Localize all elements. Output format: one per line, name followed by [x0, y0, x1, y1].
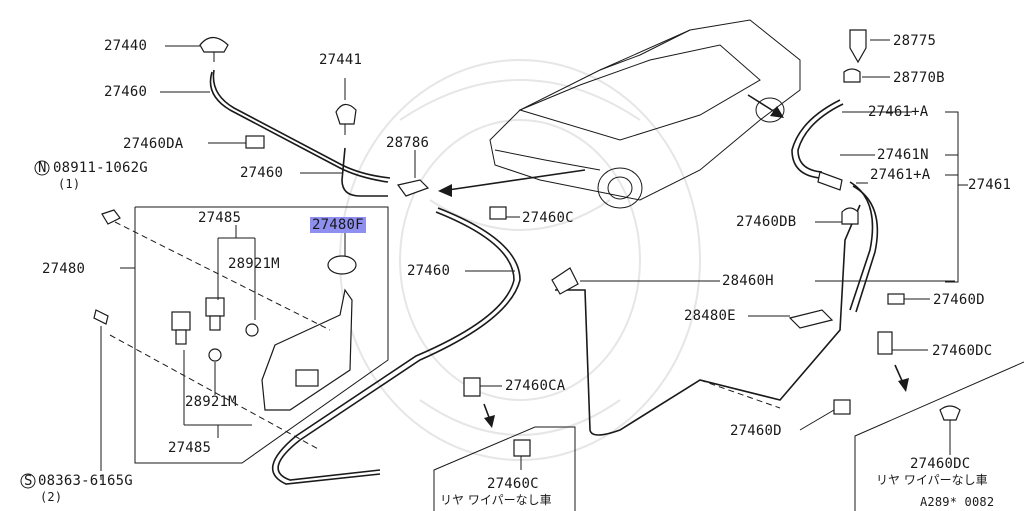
label-27460-mid: 27460: [240, 165, 284, 181]
label-27460D-lower: 27460D: [730, 423, 782, 439]
check-valve-27461N: [817, 171, 843, 191]
pump-group: [171, 297, 259, 362]
screw-symbol: S: [24, 473, 33, 489]
clip-27460D: [887, 293, 905, 305]
label-27460C-rear: 27460C: [487, 476, 539, 492]
clip-27460C-rear: [513, 439, 531, 457]
washer-hose-27460-rear: [555, 204, 861, 436]
label-08363-qty: (2): [40, 490, 63, 504]
label-27460DA: 27460DA: [123, 136, 184, 152]
label-27460DC-rear: 27460DC: [910, 456, 971, 472]
bracket-27461: [945, 111, 959, 283]
label-27460D: 27460D: [933, 292, 985, 308]
label-27441: 27441: [319, 52, 363, 68]
nut-symbol-circle: [34, 160, 50, 176]
clip-27460C: [489, 206, 507, 220]
label-28770B: 28770B: [893, 70, 945, 86]
joint-28786: [396, 179, 430, 197]
washer-hose-27460-long: [277, 207, 521, 481]
label-08363-6165G: 08363-6165G: [38, 473, 133, 489]
clip-27460DB: [841, 207, 859, 225]
label-27461: 27461: [968, 177, 1012, 193]
cap-28770B: [843, 68, 861, 83]
hose-27461A-upper: [791, 99, 841, 179]
label-27485-top: 27485: [198, 210, 242, 226]
hose-27461A-lower: [849, 181, 874, 311]
label-27460-long: 27460: [407, 263, 451, 279]
washer-hose-27460-mid: [341, 147, 388, 197]
label-27460-top: 27460: [104, 84, 148, 100]
screw-symbol-circle: [20, 473, 36, 489]
clip-27460DA: [245, 135, 265, 149]
clip-27460D-lower: [833, 399, 851, 415]
clip-27460DC-rear: [939, 405, 961, 421]
label-27480F[interactable]: 27480F: [310, 217, 366, 233]
label-27460CA: 27460CA: [505, 378, 566, 394]
vehicle-outline: [489, 19, 801, 209]
label-27461A-upper: 27461+A: [868, 104, 929, 120]
label-08911-qty: (1): [58, 177, 81, 191]
grommet-28460H: [551, 267, 579, 295]
reservoir-group-box: [134, 206, 389, 464]
nut-08911: [101, 209, 121, 225]
diagram-reference-code: A289* 0082: [920, 495, 995, 509]
label-28775: 28775: [893, 33, 937, 49]
nut-symbol: N: [38, 160, 47, 176]
label-27460C: 27460C: [522, 210, 574, 226]
label-28921M-bottom: 28921M: [185, 394, 237, 410]
label-27460DC: 27460DC: [932, 343, 993, 359]
label-27461N: 27461N: [877, 147, 929, 163]
watermark-logo: [339, 59, 701, 461]
bolt-08363: [93, 309, 109, 325]
pad-28480E: [788, 309, 834, 329]
label-28786: 28786: [386, 135, 430, 151]
washer-nozzle-27441: [335, 103, 357, 125]
clip-27460CA: [463, 377, 481, 397]
note-rear-wiperless-right: リヤ ワイパーなし車: [876, 473, 988, 487]
washer-hose-27460-top: [209, 71, 389, 183]
rear-wiperless-box-right: [854, 361, 1024, 511]
highlight-27480F[interactable]: 27480F: [310, 217, 366, 233]
label-27460DB: 27460DB: [736, 214, 797, 230]
label-27461A-lower: 27461+A: [870, 167, 931, 183]
label-28460H: 28460H: [722, 273, 774, 289]
note-rear-wiperless-left: リヤ ワイパーなし車: [440, 493, 552, 507]
label-27440: 27440: [104, 38, 148, 54]
label-28921M-top: 28921M: [228, 256, 280, 272]
clip-27460DC: [877, 331, 893, 355]
reservoir-tank: [261, 288, 353, 411]
label-27480: 27480: [42, 261, 86, 277]
reservoir-cap: [327, 255, 357, 275]
label-28480E: 28480E: [684, 308, 736, 324]
rear-nozzle-28775: [849, 29, 867, 64]
washer-nozzle-27440: [199, 36, 229, 53]
rear-wiperless-box-left: [433, 426, 576, 511]
label-27485-bottom: 27485: [168, 440, 212, 456]
label-08911-1062G: 08911-1062G: [53, 160, 148, 176]
